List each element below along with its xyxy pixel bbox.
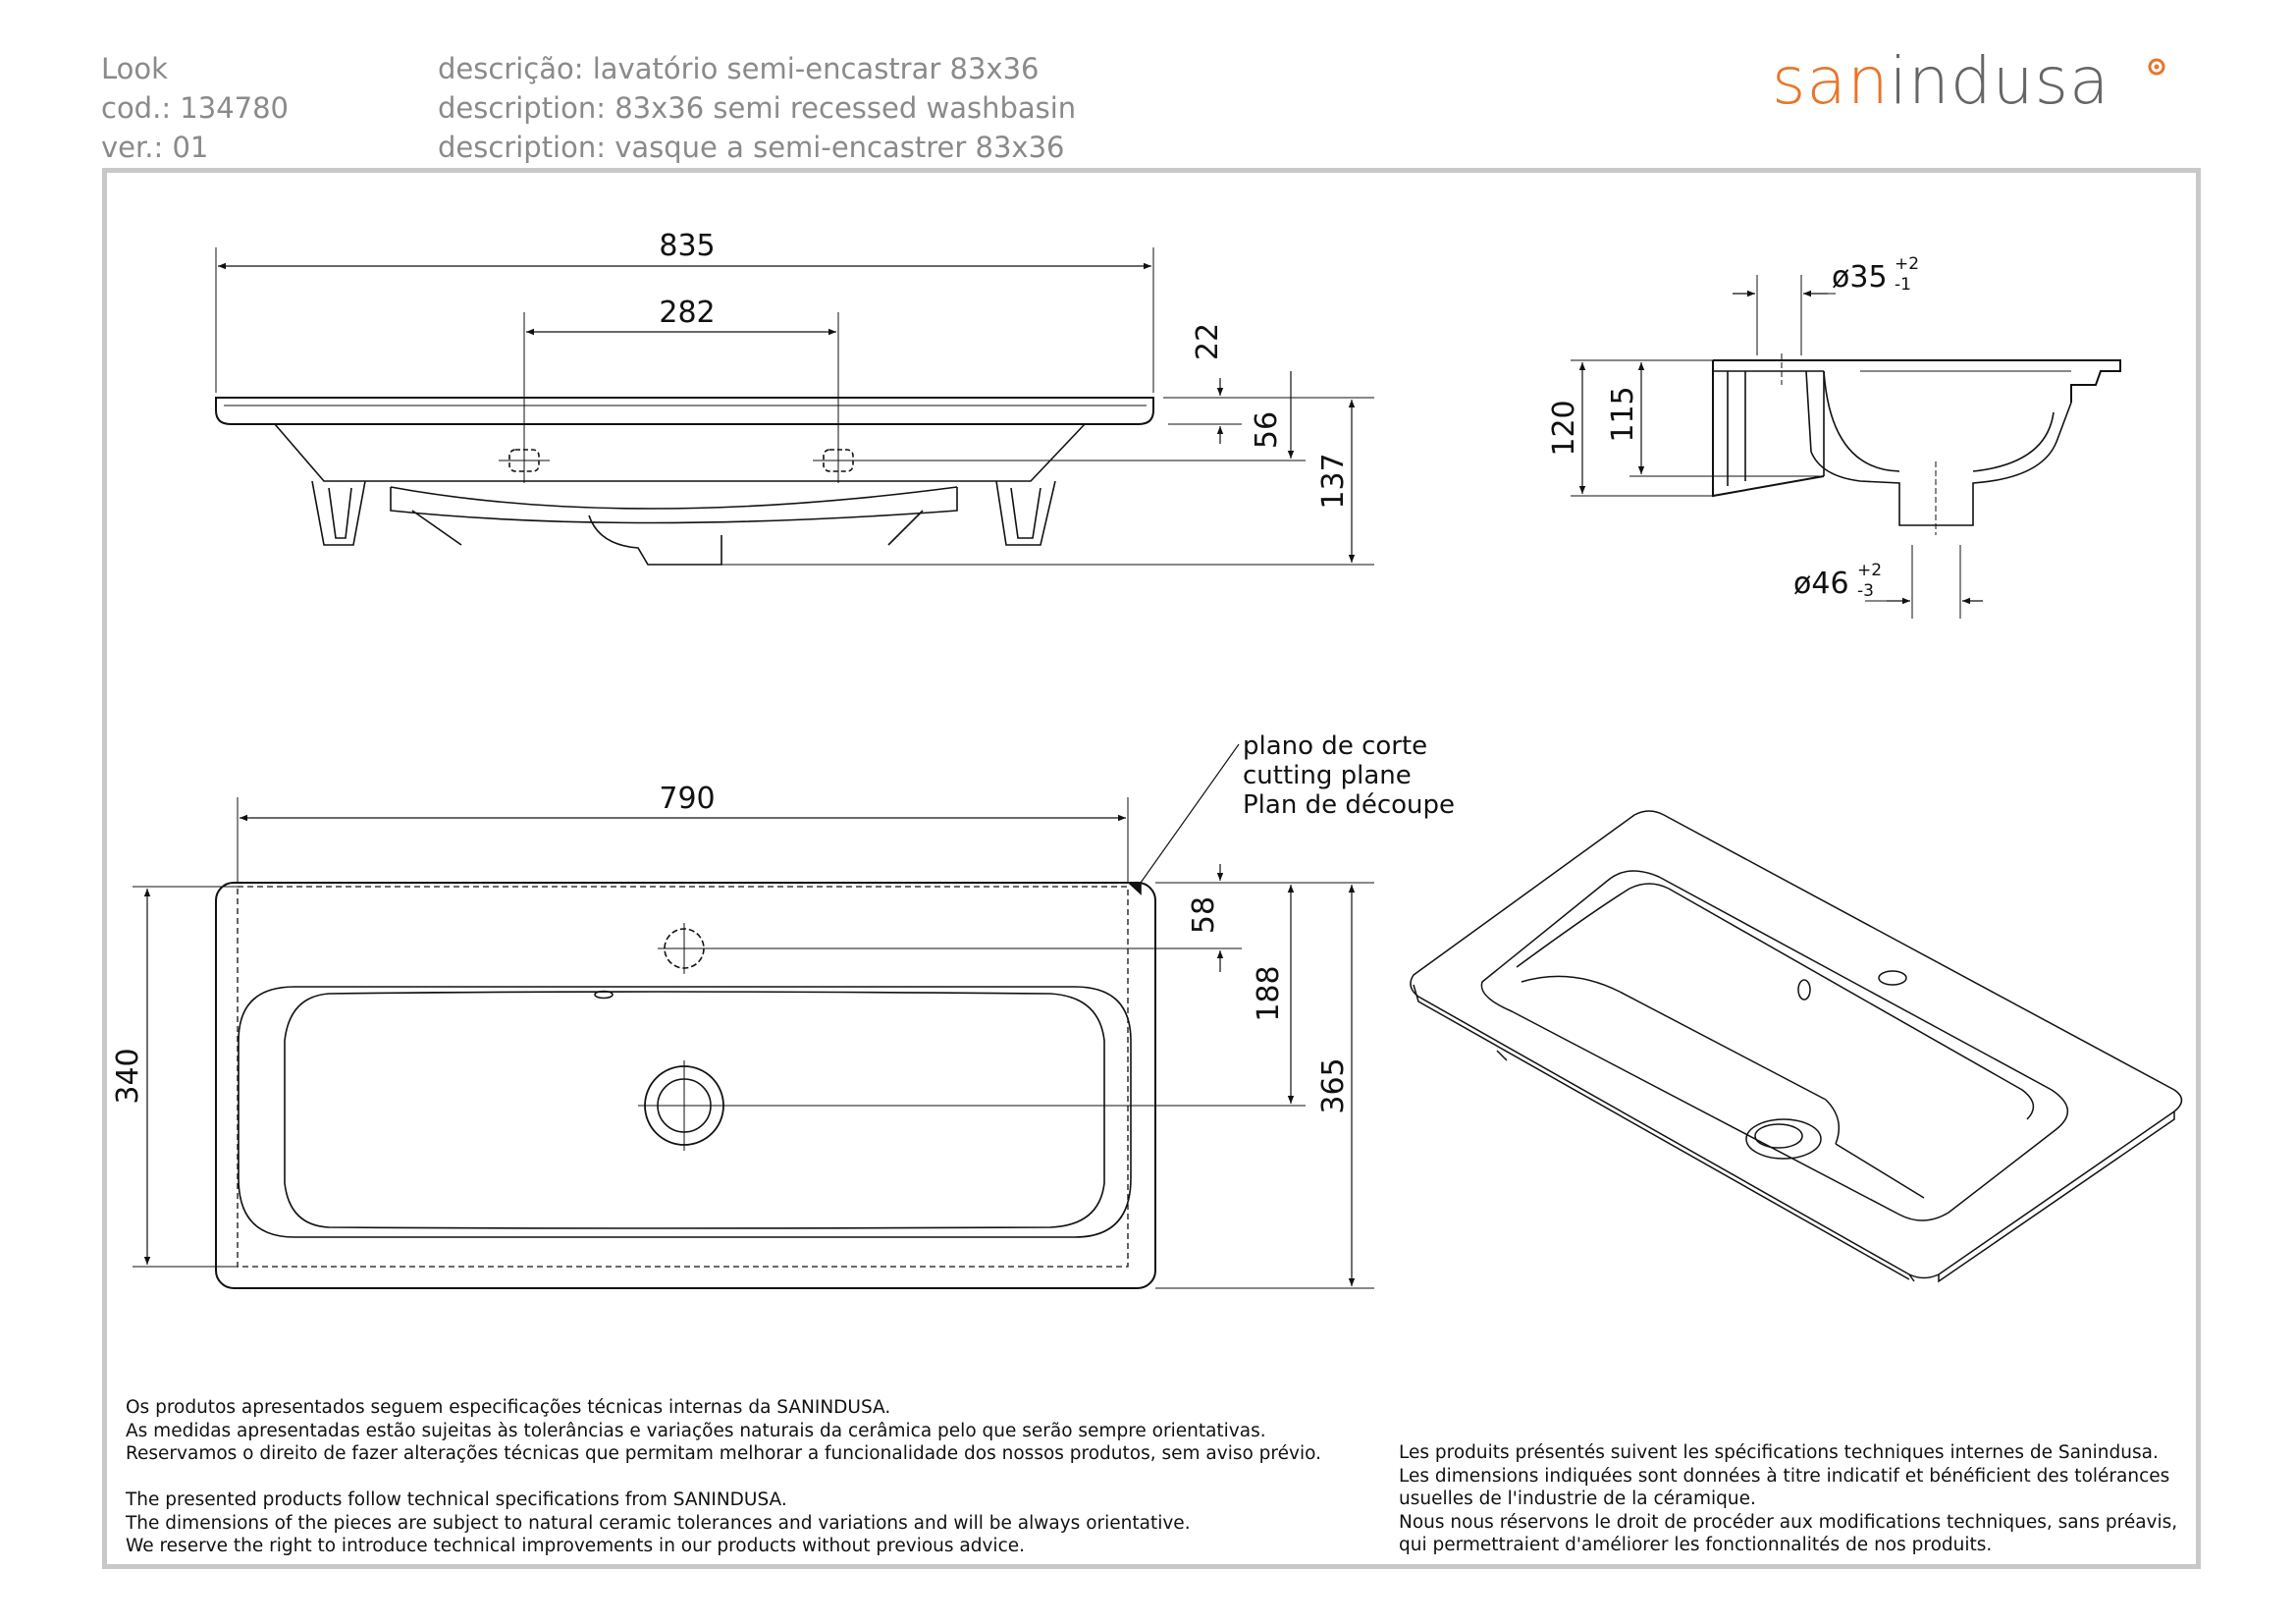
- brand-logo: sanindusa: [1772, 47, 2109, 116]
- disclaimer-line: Les dimensions indiquées sont données à …: [1399, 1465, 2170, 1487]
- disclaimer-line: We reserve the right to introduce techni…: [126, 1536, 1026, 1556]
- dim-waste-diameter: ø46: [1793, 567, 1849, 601]
- description-pt: descrição: lavatório semi-encastrar 83x3…: [438, 52, 1040, 85]
- disclaimer-line: qui permettraient d'améliorer les foncti…: [1399, 1535, 1993, 1555]
- plan-view: [133, 743, 1374, 1289]
- model-name: Look: [101, 52, 168, 85]
- dim-tap-hole-diameter: ø35: [1832, 260, 1888, 295]
- disclaimer-line: usuelles de l'industrie de la céramique.: [1399, 1489, 1756, 1509]
- dim-total-height: 137: [1316, 453, 1351, 509]
- description-fr: description: vasque a semi-encastrer 83x…: [438, 131, 1065, 164]
- front-elevation-view: [215, 247, 1374, 566]
- dim-total-depth: 365: [1316, 1057, 1351, 1113]
- isometric-view: [1410, 810, 2183, 1283]
- logo-mark-icon: [2148, 58, 2165, 76]
- dim-tap-tol-plus: +2: [1895, 254, 1919, 274]
- logo-part-indusa: indusa: [1889, 43, 2110, 119]
- disclaimer-fr: Les produits présentés suivent les spéci…: [1399, 1441, 2177, 1557]
- dim-top-thickness: 22: [1191, 323, 1225, 360]
- product-descriptions: descrição: lavatório semi-encastrar 83x3…: [438, 49, 1076, 167]
- dim-tap-tol-minus: -1: [1895, 275, 1911, 295]
- drawing-frame: [102, 168, 2201, 1569]
- disclaimer-en: The presented products follow technical …: [126, 1489, 1191, 1558]
- disclaimer-line: As medidas apresentadas estão sujeitas à…: [126, 1420, 1266, 1441]
- product-version: ver.: 01: [101, 131, 209, 164]
- disclaimer-line: The presented products follow technical …: [126, 1489, 787, 1510]
- cutting-plane-label-en: cutting plane: [1243, 761, 1412, 790]
- disclaimer-line: Nous nous réservons le droit de procéder…: [1399, 1511, 2178, 1533]
- disclaimer-pt: Os produtos apresentados seguem especifi…: [126, 1396, 1321, 1466]
- dim-tap-spacing: 282: [659, 296, 715, 330]
- dim-waste-offset: 188: [1252, 965, 1286, 1021]
- disclaimer-line: Les produits présentés suivent les spéci…: [1399, 1442, 2159, 1463]
- disclaimer-line: The dimensions of the pieces are subject…: [126, 1512, 1191, 1534]
- logo-part-san: san: [1772, 43, 1890, 119]
- cutting-plane-label-pt: plano de corte: [1243, 731, 1427, 761]
- dim-total-width: 835: [659, 229, 715, 263]
- section-view: [1571, 275, 2121, 619]
- dim-cut-depth: 340: [111, 1048, 145, 1104]
- product-info: Look cod.: 134780 ver.: 01: [101, 49, 289, 167]
- dim-waste-tol-minus: -3: [1857, 581, 1874, 601]
- dim-tap-offset: 58: [1187, 896, 1221, 934]
- dim-cut-width: 790: [659, 782, 715, 816]
- disclaimer-line: Os produtos apresentados seguem especifi…: [126, 1397, 891, 1418]
- product-code: cod.: 134780: [101, 91, 290, 125]
- dim-tap-height: 56: [1250, 411, 1284, 449]
- dim-height-inner: 115: [1606, 386, 1640, 442]
- cutting-plane-label-fr: Plan de découpe: [1243, 790, 1455, 820]
- description-en: description: 83x36 semi recessed washbas…: [438, 91, 1077, 125]
- dim-waste-tol-plus: +2: [1857, 561, 1882, 580]
- dim-height-outer: 120: [1547, 400, 1581, 456]
- disclaimer-line: Reservamos o direito de fazer alterações…: [126, 1443, 1321, 1464]
